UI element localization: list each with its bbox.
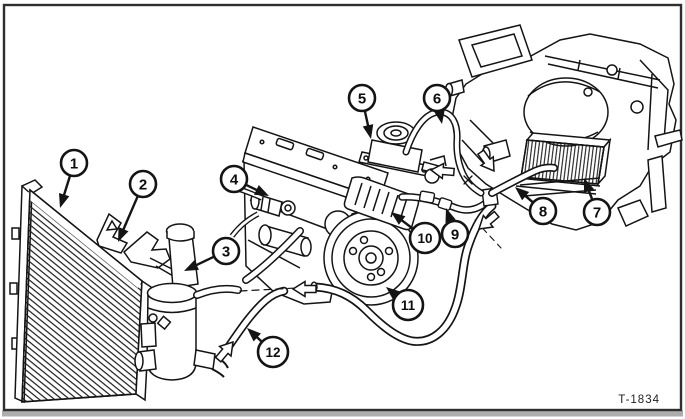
callout-circle bbox=[422, 83, 452, 113]
callout-arrowhead bbox=[254, 185, 269, 196]
callout-arrowhead bbox=[391, 212, 406, 225]
callout-leader bbox=[363, 110, 370, 128]
tank-outlet-right bbox=[193, 349, 216, 370]
callout-arrowhead bbox=[247, 328, 261, 342]
callout-leader bbox=[245, 183, 259, 192]
cover-bolt bbox=[259, 139, 265, 145]
callout-circle bbox=[582, 197, 612, 227]
callout-arrowhead bbox=[59, 193, 70, 208]
cover-bolt bbox=[332, 164, 338, 170]
callout-arrowhead bbox=[434, 109, 445, 124]
callout-number: 4 bbox=[230, 171, 239, 188]
callout-circle bbox=[347, 83, 377, 113]
tank-outlet-left-end bbox=[134, 351, 144, 371]
callout-11: 11 bbox=[386, 287, 425, 322]
radiator-bracket-hole bbox=[105, 219, 119, 231]
radiator-core-highlight bbox=[26, 190, 142, 288]
tank-clip bbox=[156, 315, 172, 331]
housing-strip bbox=[647, 155, 667, 213]
callout-circle bbox=[256, 335, 290, 369]
callout-circle bbox=[59, 148, 89, 178]
radiator-tab bbox=[11, 227, 20, 240]
callout-6: 6 bbox=[422, 83, 452, 124]
heater-pipe-lower-core bbox=[230, 212, 259, 237]
callout-circle bbox=[408, 221, 442, 255]
callout-2: 2 bbox=[118, 169, 158, 242]
hose-6-core bbox=[404, 109, 483, 195]
callout-number: 1 bbox=[70, 155, 78, 172]
callout-leader bbox=[121, 195, 139, 232]
housing-foot bbox=[616, 199, 650, 227]
page-edge-shadow bbox=[2, 410, 683, 417]
callout-leader bbox=[399, 218, 414, 230]
valve-cover-vent bbox=[305, 147, 325, 161]
callout-1: 1 bbox=[59, 148, 89, 208]
callout-circle bbox=[219, 164, 249, 194]
callout-arrowhead bbox=[445, 208, 456, 223]
callout-arrowhead bbox=[362, 124, 374, 139]
tank-collar bbox=[146, 282, 198, 304]
callout-8: 8 bbox=[515, 187, 558, 226]
duct-opening-inner bbox=[470, 33, 523, 68]
callout-3: 3 bbox=[184, 236, 241, 271]
valve-cover-vent bbox=[275, 137, 295, 151]
radiator-tab bbox=[9, 282, 18, 295]
callout-arrowhead bbox=[118, 227, 129, 242]
hose-9-core bbox=[399, 194, 493, 213]
callout-number: 9 bbox=[451, 226, 459, 243]
housing-boss bbox=[606, 64, 618, 76]
housing-tab bbox=[654, 129, 683, 148]
hose-11-loop-core bbox=[312, 203, 495, 345]
callout-9: 9 bbox=[440, 208, 470, 249]
hose-coupling bbox=[418, 190, 436, 204]
radiator-top-cap bbox=[20, 179, 44, 195]
callout-7: 7 bbox=[582, 178, 612, 227]
radiator-bracket-upper bbox=[96, 212, 129, 254]
callout-arrowhead bbox=[583, 178, 595, 194]
callout-arrowhead bbox=[184, 260, 199, 271]
callout-4: 4 bbox=[219, 164, 269, 196]
callout-12: 12 bbox=[247, 328, 290, 369]
housing-boss bbox=[630, 100, 644, 114]
expansion-tank bbox=[134, 223, 229, 381]
figure-ref-code: T-1834 bbox=[618, 394, 660, 406]
callout-number: 12 bbox=[265, 345, 280, 360]
tank-bracket bbox=[140, 322, 157, 348]
heater-core bbox=[515, 132, 612, 195]
hose-8-core bbox=[489, 165, 557, 196]
callout-number: 11 bbox=[401, 298, 416, 313]
callout-number: 10 bbox=[417, 231, 432, 246]
callout-leader bbox=[194, 255, 215, 267]
callout-leader bbox=[62, 175, 72, 197]
tank-cap-side bbox=[166, 231, 195, 242]
callout-arrowhead bbox=[386, 287, 400, 300]
callout-number: 7 bbox=[593, 204, 601, 221]
hose-12-core bbox=[224, 288, 287, 352]
callout-number: 5 bbox=[358, 90, 366, 107]
radiator-bracket-lower bbox=[122, 231, 171, 269]
callout-circle bbox=[528, 196, 558, 226]
hoses bbox=[193, 108, 558, 354]
callout-circle bbox=[440, 219, 470, 249]
hose-coupling bbox=[437, 197, 453, 211]
housing-boss bbox=[583, 87, 593, 97]
callout-5: 5 bbox=[347, 83, 377, 139]
callout-number: 8 bbox=[539, 203, 547, 220]
callout-number: 6 bbox=[433, 90, 441, 107]
callout-circle bbox=[128, 169, 158, 199]
tank-screw bbox=[148, 313, 158, 323]
hose-clamp bbox=[463, 175, 473, 185]
crank-pulley bbox=[323, 210, 419, 306]
callout-10: 10 bbox=[391, 212, 442, 255]
callout-number: 3 bbox=[222, 243, 230, 260]
callout-circle bbox=[211, 236, 241, 266]
tank-hose-core bbox=[194, 286, 241, 298]
callout-arrowhead bbox=[515, 187, 530, 201]
callout-circle bbox=[391, 288, 425, 322]
pump-hose-core bbox=[243, 228, 303, 283]
tank-seam bbox=[147, 307, 197, 314]
callout-number: 2 bbox=[139, 176, 147, 193]
